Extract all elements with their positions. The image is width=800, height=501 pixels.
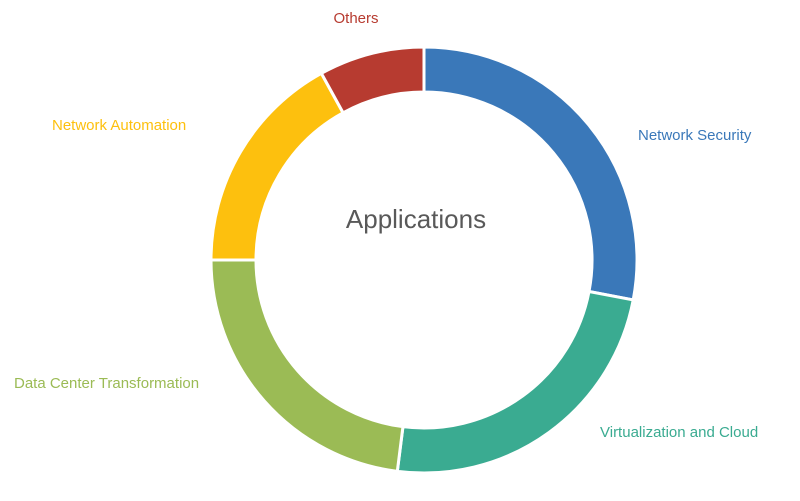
- slice-label-data-center-transformation: Data Center Transformation: [14, 375, 199, 392]
- slice-others: [319, 45, 426, 115]
- slice-network-security: [422, 45, 639, 302]
- slice-label-others: Others: [333, 10, 378, 27]
- slice-label-network-security: Network Security: [638, 127, 752, 144]
- donut-slices: [209, 45, 639, 475]
- slice-label-network-automation: Network Automation: [52, 117, 186, 134]
- slice-data-center-transformation: [209, 258, 405, 473]
- slice-network-automation: [209, 71, 346, 262]
- slice-virtualization-and-cloud: [395, 289, 635, 475]
- slice-label-virtualization-and-cloud: Virtualization and Cloud: [600, 424, 758, 441]
- chart-center-title: Applications: [346, 204, 486, 234]
